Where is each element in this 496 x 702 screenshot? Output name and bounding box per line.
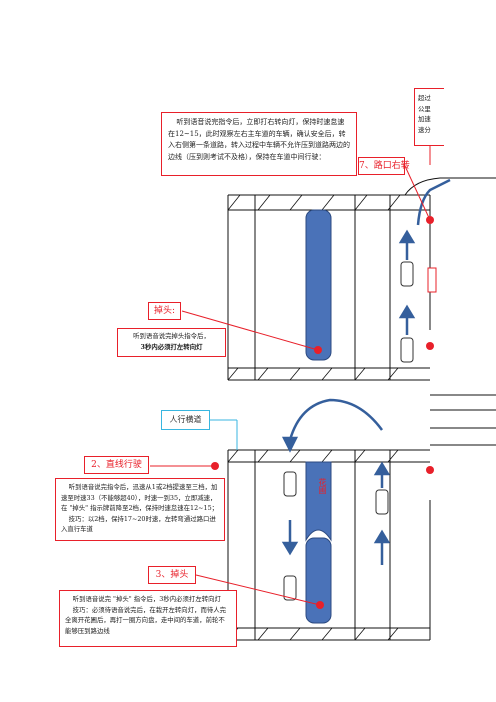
instruction-box-uturn-signal: 听到语音说完掉头指令后， 3秒内必须打左转向灯 <box>117 328 226 357</box>
instruction-box-top-right: 超过 公里 加速 速分 <box>414 88 444 146</box>
direction-arrows <box>281 178 451 565</box>
label-uturn: 掉头: <box>148 302 181 320</box>
median-middle <box>305 461 332 542</box>
callout-dots <box>211 216 434 609</box>
label-crosswalk: 人行横道 <box>161 410 210 430</box>
uturn-line-2: 3秒内必须打左转向灯 <box>140 342 203 351</box>
top-right-line: 超过 <box>418 94 431 102</box>
callout-lines <box>150 140 431 606</box>
straight-driving-text: 听到语音说完指令后，迅速从1或2档提速至三档，加速至时速33（不能够超40），时… <box>61 483 219 512</box>
uturn-tip: 技巧：必须待语音说完后，在栽开左转向灯，而待人完全离开花圃后，再打一圈方向盘，走… <box>65 605 227 635</box>
instruction-box-straight-driving: 听到语音说完指令后，迅速从1或2档提速至三档，加速至时速33（不能够超40），时… <box>55 478 225 541</box>
car <box>400 337 414 363</box>
uturn-line-1: 听到语音说完掉头指令后， <box>133 332 210 340</box>
car <box>375 489 389 515</box>
top-right-line: 加速 <box>418 115 431 123</box>
turn-right-instructions: 听到语音说完指令后，立即打右转向灯，保持时速怠速在12~15，此时观察左右主车道… <box>168 118 350 161</box>
label-uturn-3: 3、掉头 <box>148 566 196 584</box>
top-right-line: 速分 <box>418 125 431 134</box>
instruction-box-turn-right: 听到语音说完指令后，立即打右转向灯，保持时速怠速在12~15，此时观察左右主车道… <box>161 112 357 176</box>
instruction-box-uturn: 听到语音说完 "掉头" 指令后，3秒内必须打左转向灯 技巧：必须待语音说完后，在… <box>59 590 237 647</box>
road-edges <box>227 177 496 641</box>
uturn-text: 听到语音说完 "掉头" 指令后，3秒内必须打左转向灯 <box>72 595 221 603</box>
car <box>400 261 414 287</box>
side-tab <box>427 267 437 293</box>
stop-line-hatching <box>227 194 401 641</box>
crosswalk-callout <box>210 419 238 450</box>
straight-driving-tip: 技巧：以2档，保持17~20时速，左转弯通过路口进入直行车道 <box>61 514 216 534</box>
median-label: 花圃 <box>318 478 327 494</box>
median-lower <box>305 537 332 624</box>
label-straight-driving: 2、直线行驶 <box>84 456 149 474</box>
car <box>283 471 297 497</box>
car <box>283 575 297 601</box>
top-right-line: 公里 <box>418 104 431 113</box>
label-turn-right: 7、路口右转 <box>358 157 410 175</box>
median-upper <box>305 209 332 361</box>
cars <box>283 261 414 601</box>
